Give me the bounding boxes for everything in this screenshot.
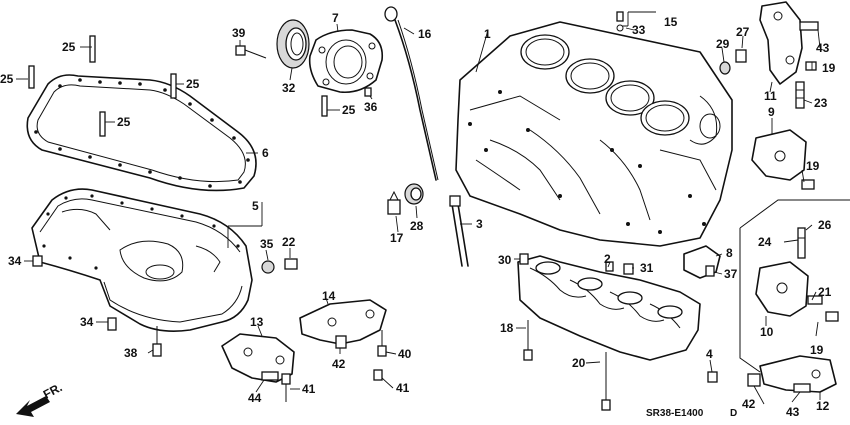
callout-label: 30	[498, 253, 512, 267]
stiffener-14	[299, 299, 387, 381]
callout-label: 6	[262, 146, 269, 160]
callout-label: 14	[322, 289, 336, 303]
cylinder-block	[455, 21, 733, 247]
callout-label: 1	[484, 27, 491, 41]
callout-label: 32	[282, 81, 296, 95]
callout-label: 25	[117, 115, 131, 129]
callout-label: 5	[252, 199, 259, 213]
dowels-33	[616, 11, 624, 32]
callout-label: 13	[250, 315, 264, 329]
bearing-cap-bridge	[517, 255, 701, 361]
plug-29	[719, 61, 731, 75]
callout-label: 21	[818, 285, 832, 299]
bolt-39	[235, 45, 267, 59]
oil-seal-housing	[308, 29, 384, 94]
oil-pan-gasket	[26, 74, 257, 192]
dowel-36	[364, 87, 372, 97]
oil-seal	[276, 19, 310, 69]
engine-mount-bracket-11	[759, 1, 819, 85]
callout-label: 44	[248, 391, 262, 405]
callout-label: 12	[816, 399, 830, 413]
callout-label: 23	[814, 96, 828, 110]
oil-pan-fittings-35-22	[261, 258, 298, 274]
bracket-9	[751, 129, 815, 190]
callout-label: 24	[758, 235, 772, 249]
callout-label: 34	[8, 254, 22, 268]
studs	[28, 35, 328, 137]
callout-label: 16	[418, 27, 432, 41]
callout-label: 3	[476, 217, 483, 231]
diagram-code: SR38-E1400	[646, 408, 704, 419]
callout-label: 20	[572, 356, 586, 370]
callout-label: 43	[786, 405, 800, 419]
bracket-8	[683, 245, 721, 279]
callout-label: 19	[806, 159, 820, 173]
callout-label: 35	[260, 237, 274, 251]
callout-label: 7	[332, 11, 339, 25]
callout-label: 27	[736, 25, 750, 39]
dipstick	[384, 6, 439, 181]
callout-label: 41	[396, 381, 410, 395]
diagram-code-suffix: D	[730, 408, 737, 419]
callout-label: 39	[232, 26, 246, 40]
callout-label: 19	[822, 61, 836, 75]
oil-pan-bolts	[32, 255, 162, 357]
callout-label: 25	[62, 40, 76, 54]
callout-label: 36	[364, 100, 378, 114]
bracket-12	[747, 355, 837, 393]
leader-lines	[16, 11, 821, 405]
plug-28	[404, 183, 424, 205]
callout-label: 42	[742, 397, 756, 411]
callout-label: 28	[410, 219, 424, 233]
callout-label: 41	[302, 382, 316, 396]
callout-label: 33	[632, 23, 646, 37]
callout-label: 19	[810, 343, 824, 357]
stiffener-13	[221, 333, 295, 402]
callout-label: 31	[640, 261, 654, 275]
bolt-27	[735, 49, 747, 63]
callout-label: 29	[716, 37, 730, 51]
sub-assembly-box	[739, 199, 850, 373]
callout-label: 10	[760, 325, 774, 339]
callout-label: 40	[398, 347, 412, 361]
oil-pan	[31, 188, 253, 332]
callout-label: 18	[500, 321, 514, 335]
callout-label: 11	[764, 89, 777, 103]
callout-label: 8	[726, 246, 733, 260]
bracket-10	[755, 227, 839, 322]
callout-label: 25	[186, 77, 200, 91]
callout-label: 2	[604, 252, 611, 266]
callout-labels: 1 2 3 4 5 6 7 8 9 10 11 12 13 14 15 16 1…	[0, 11, 836, 419]
callout-label: 26	[818, 218, 832, 232]
callout-label: 25	[342, 103, 356, 117]
knock-sensor-23	[795, 81, 805, 109]
callout-label: 9	[768, 105, 775, 119]
callout-label: 43	[816, 41, 830, 55]
callout-label: 34	[80, 315, 94, 329]
callout-label: 25	[0, 72, 14, 86]
callout-label: 38	[124, 346, 138, 360]
callout-label: 42	[332, 357, 346, 371]
callout-label: 4	[706, 347, 713, 361]
bearing-bolts	[519, 253, 718, 411]
callout-label: 15	[664, 15, 678, 29]
front-direction-arrow	[16, 396, 50, 417]
callout-label: 17	[390, 231, 404, 245]
bolt-17	[387, 190, 401, 215]
callout-label: 22	[282, 235, 296, 249]
dipstick-pipe	[449, 195, 469, 267]
callout-label: 37	[724, 267, 738, 281]
